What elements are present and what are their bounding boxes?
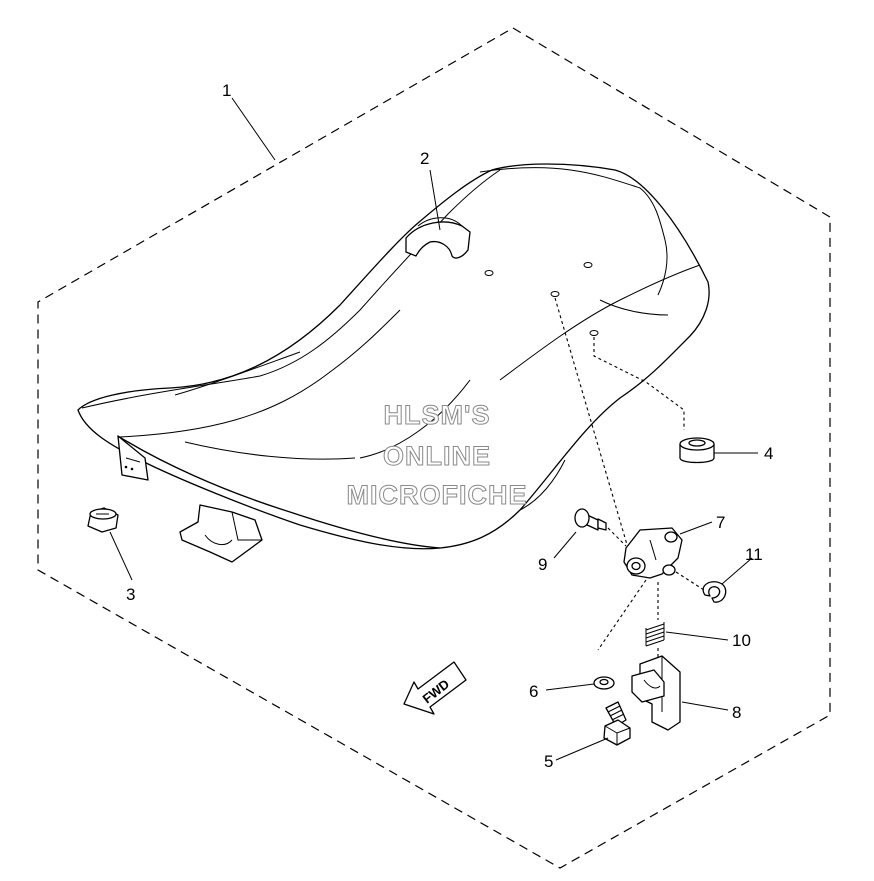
callout-9: 9: [538, 555, 547, 574]
watermark: HLSM'S ONLINE MICROFICHE: [346, 400, 528, 511]
cushion-part-4: [679, 437, 715, 464]
callout-7: 7: [716, 513, 725, 532]
callout-4: 4: [764, 444, 773, 463]
assembly-boundary: [37, 27, 831, 869]
callout-numbers: 1 2 3 4 5 6 7 8 9 10 11: [126, 81, 773, 771]
forward-arrow-icon: FWD: [403, 661, 467, 715]
callout-6: 6: [529, 682, 538, 701]
damper-part-3: [87, 507, 119, 533]
callout-10: 10: [732, 631, 751, 650]
washer-part-6: [593, 676, 615, 690]
bracket-part-7: [623, 527, 683, 579]
watermark-line-2: ONLINE: [383, 441, 491, 471]
callout-8: 8: [732, 703, 741, 722]
watermark-line-3: MICROFICHE: [347, 480, 528, 510]
callout-11: 11: [745, 545, 763, 564]
dotted-guide-1: [554, 297, 631, 556]
latch-part-8: [631, 655, 681, 731]
bolt-part-9: [574, 508, 607, 531]
callout-3: 3: [126, 585, 135, 604]
seat: [77, 163, 710, 563]
watermark-line-1: HLSM'S: [384, 400, 491, 430]
callout-1: 1: [222, 81, 231, 100]
clip-part-11: [702, 581, 727, 603]
screw-part-5: [603, 701, 631, 746]
callout-2: 2: [420, 149, 429, 168]
leader-lines: [109, 97, 758, 761]
callout-5: 5: [544, 752, 553, 771]
spring-part-10: [645, 622, 665, 647]
dotted-guide-2: [593, 337, 685, 430]
